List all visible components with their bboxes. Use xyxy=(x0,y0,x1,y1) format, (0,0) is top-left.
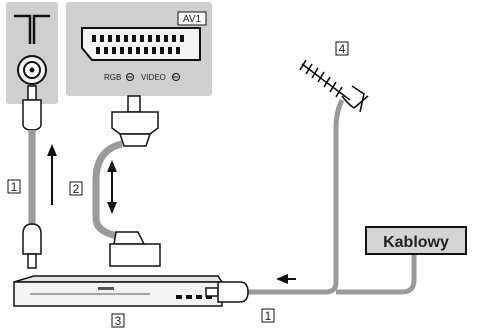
rgb-label: RGB xyxy=(104,73,121,82)
callout-3: 3 xyxy=(111,313,125,328)
rgb-input-icon xyxy=(126,73,134,81)
scart-cable xyxy=(92,95,161,267)
cable-tv-line xyxy=(336,254,417,295)
left-arrow-icon xyxy=(276,274,296,284)
svg-text:4: 4 xyxy=(339,42,346,56)
svg-text:1: 1 xyxy=(11,180,18,194)
rf-cable-left xyxy=(22,85,42,269)
antenna-symbol-icon xyxy=(14,14,50,44)
scart-panel: AV1 RGB VIDEO xyxy=(66,2,212,96)
bidirectional-arrow-icon xyxy=(107,160,117,214)
callout-4: 4 xyxy=(335,41,349,56)
rf-plug-bottom xyxy=(205,281,249,303)
av1-label: AV1 xyxy=(183,14,202,25)
callout-1-left: 1 xyxy=(7,179,21,194)
callout-2: 2 xyxy=(69,181,83,196)
video-label: VIDEO xyxy=(141,73,166,82)
aerial-cable xyxy=(246,98,345,295)
video-input-icon xyxy=(172,73,180,81)
aerial-terminal-panel xyxy=(6,2,58,104)
cable-tv-label: Kablowy xyxy=(383,234,449,251)
aerial-antenna-icon xyxy=(299,59,369,113)
callout-1-bottom: 1 xyxy=(261,308,275,323)
recorder-device xyxy=(13,275,224,307)
svg-text:3: 3 xyxy=(115,314,122,328)
scart-socket-icon xyxy=(81,27,201,61)
svg-text:1: 1 xyxy=(265,309,272,323)
svg-text:2: 2 xyxy=(73,182,80,196)
rf-socket-icon xyxy=(17,55,47,85)
up-arrow-icon xyxy=(47,144,57,205)
cable-tv-box: Kablowy xyxy=(365,226,467,255)
